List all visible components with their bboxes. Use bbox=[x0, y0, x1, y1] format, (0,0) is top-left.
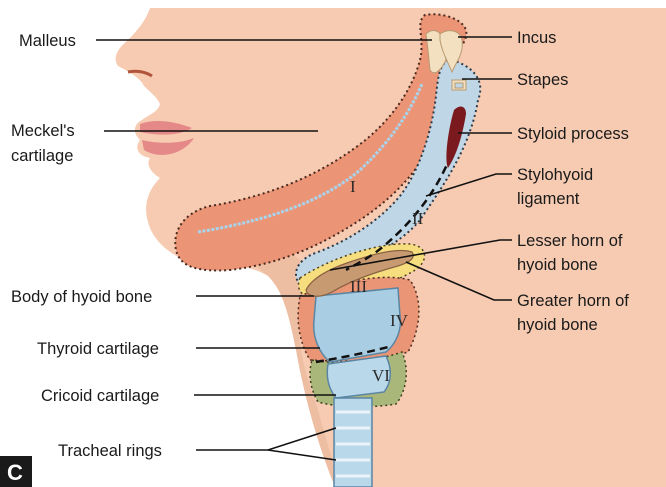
leader-tracheal bbox=[196, 428, 336, 450]
label-lesser-line2: hyoid bone bbox=[517, 256, 598, 274]
label-stylohyoid-line2: ligament bbox=[517, 190, 580, 208]
arch-numeral-3: III bbox=[350, 277, 367, 296]
label-meckels-line1: Meckel's bbox=[11, 122, 75, 140]
label-cricoid: Cricoid cartilage bbox=[41, 387, 159, 405]
label-stylohyoid-line1: Stylohyoid bbox=[517, 166, 593, 184]
label-styloid: Styloid process bbox=[517, 125, 629, 143]
arch-numeral-6: VI bbox=[372, 366, 390, 385]
label-malleus: Malleus bbox=[19, 32, 76, 50]
arch-numeral-4: IV bbox=[390, 311, 409, 330]
label-greater-line1: Greater horn of bbox=[517, 292, 629, 310]
arch-numeral-2: II bbox=[412, 209, 424, 228]
label-incus: Incus bbox=[517, 29, 556, 47]
label-meckels-line2: cartilage bbox=[11, 147, 73, 165]
label-stapes: Stapes bbox=[517, 71, 568, 89]
label-thyroid: Thyroid cartilage bbox=[37, 340, 159, 358]
arch-numeral-1: I bbox=[350, 177, 356, 196]
label-tracheal: Tracheal rings bbox=[58, 442, 162, 460]
label-body-hyoid: Body of hyoid bone bbox=[11, 288, 152, 306]
panel-letter: C bbox=[7, 460, 23, 485]
label-greater-line2: hyoid bone bbox=[517, 316, 598, 334]
thyroid-cartilage bbox=[314, 288, 401, 362]
label-lesser-line1: Lesser horn of bbox=[517, 232, 623, 250]
